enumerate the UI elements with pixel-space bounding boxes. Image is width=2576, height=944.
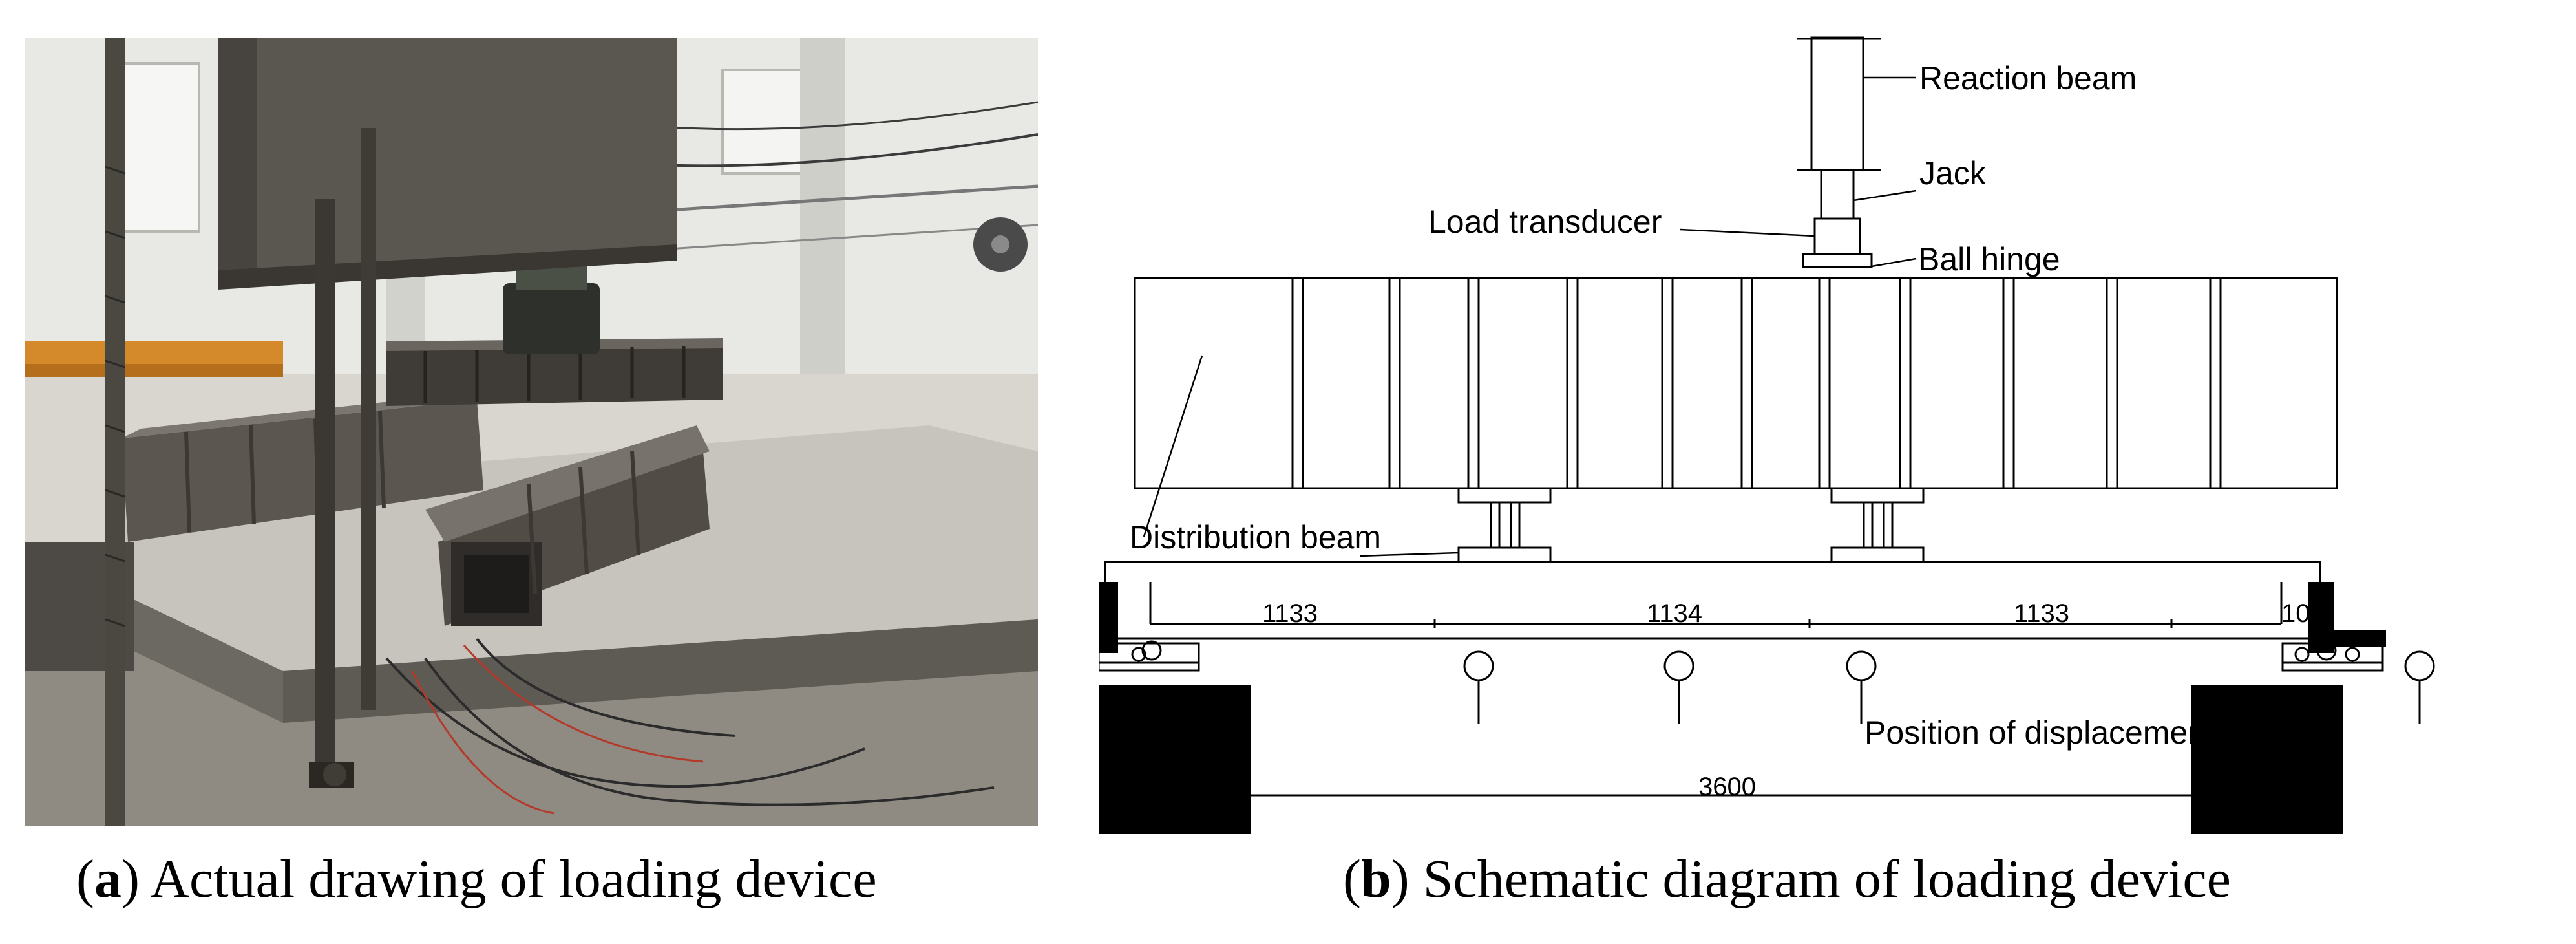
label-jack: Jack [1919, 155, 1987, 191]
dim-span-2: 1134 [1647, 599, 1702, 628]
label-displacement-meter: Position of displacement meter [1864, 714, 2307, 751]
loading-device-schematic: Reaction beam Jack Load transducer Ball … [1099, 26, 2576, 834]
ball-hinge [1802, 253, 1873, 268]
label-reaction-beam: Reaction beam [1919, 60, 2137, 96]
dim-span-3: 1133 [2014, 599, 2069, 628]
label-distribution-beam: Distribution beam [1130, 519, 1381, 555]
jack [1820, 169, 1855, 220]
caption-b-letter: b [1360, 849, 1391, 909]
label-ball-hinge: Ball hinge [1918, 241, 2060, 277]
label-load-transducer: Load transducer [1428, 204, 1662, 240]
distribution-beam-body [1134, 277, 2338, 489]
load-transducer [1813, 217, 1861, 255]
loading-device-photo [25, 38, 1038, 826]
dim-left-overhang: 100 [1099, 598, 1117, 627]
caption-a-letter: a [94, 849, 121, 909]
displacement-meters [1463, 650, 2435, 724]
dim-span-1: 1133 [1262, 599, 1318, 628]
caption-panel-b: (b) Schematic diagram of loading device [1343, 849, 2231, 909]
caption-panel-a: (a) Actual drawing of loading device [76, 849, 877, 909]
reaction-beam [1810, 36, 1864, 171]
dim-total-span: 3600 [1698, 773, 1756, 801]
distribution-beam-stiffeners [1291, 278, 2222, 488]
caption-b-text: Schematic diagram of loading device [1422, 849, 2231, 909]
caption-a-text: Actual drawing of loading device [150, 849, 877, 909]
dim-right-overhang: 100 [2281, 599, 2325, 628]
